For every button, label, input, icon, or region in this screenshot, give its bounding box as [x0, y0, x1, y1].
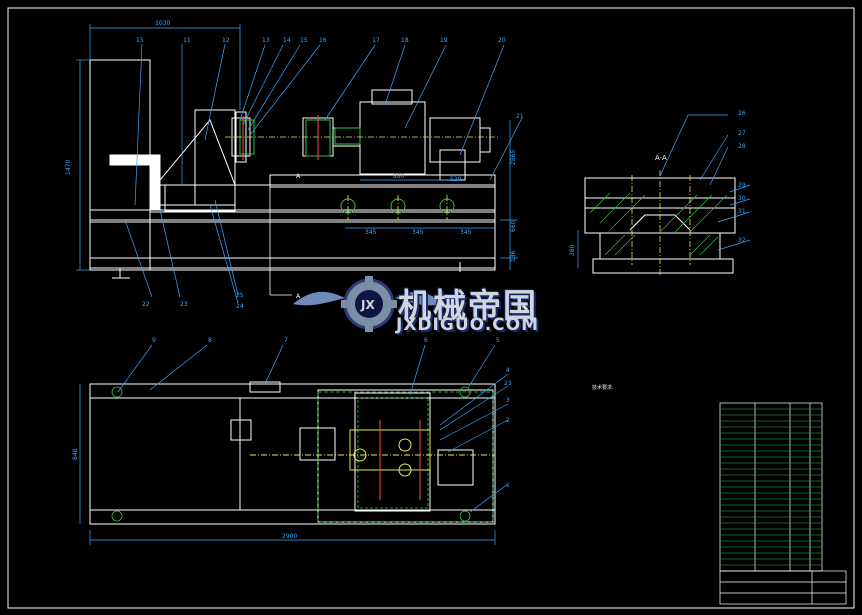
section-centerlines: [631, 170, 691, 275]
drawing-frame: [7, 7, 855, 609]
part-numbers-front-13: 23: [180, 301, 188, 308]
part-numbers-front-7: 17: [372, 37, 380, 44]
section-arrows: [269, 174, 292, 296]
front-view-red: [242, 115, 319, 160]
part-numbers-section-2: 28: [738, 143, 746, 150]
plan-dimensions: [79, 344, 509, 545]
dim-bay-3: 345: [460, 229, 472, 236]
part-numbers-front-3: 13: [262, 37, 270, 44]
part-numbers-front-0: 15: [136, 37, 144, 44]
dim-right-b: 660: [510, 220, 517, 232]
dim-plan-height: 848: [72, 448, 79, 460]
dim-top-width: 1030: [155, 20, 170, 27]
part-numbers-plan-0: 9: [152, 337, 156, 344]
part-numbers-plan-5: 4: [506, 367, 510, 374]
part-numbers-section-5: 31: [738, 208, 746, 215]
plan-yellow: [250, 429, 495, 477]
part-numbers-front-15: 24: [236, 303, 244, 310]
dim-bay-2: 345: [412, 229, 424, 236]
part-numbers-section-3: 29: [738, 182, 746, 189]
dim-left-height: 1470: [65, 160, 72, 175]
part-numbers-section-4: 30: [738, 195, 746, 202]
part-numbers-front-8: 18: [401, 37, 409, 44]
part-numbers-front-1: 11: [183, 37, 191, 44]
dim-bay-1: 345: [365, 229, 377, 236]
dim-right-a: 2865: [510, 150, 517, 165]
front-view-centerlines: [225, 136, 500, 220]
watermark-logo: JX: [293, 276, 443, 332]
svg-text:JX: JX: [360, 298, 375, 312]
part-numbers-front-5: 15: [300, 37, 308, 44]
part-numbers-section-6: 32: [738, 237, 746, 244]
watermark-url: JXDIGUO.COM: [396, 315, 540, 335]
bom-rows: [720, 408, 822, 566]
dim-center-span: 880: [393, 173, 405, 180]
part-numbers-plan-3: 6: [424, 337, 428, 344]
drawing-text: 1030 1470 2865 660 136 880 520 345 345 3…: [65, 20, 667, 540]
front-dimensions: [76, 24, 523, 304]
part-numbers-front-2: 12: [222, 37, 230, 44]
section-label: A-A: [655, 154, 667, 162]
plan-hatch: [111, 386, 494, 523]
part-numbers-plan-9: 1: [506, 482, 510, 489]
part-numbers-section-1: 27: [738, 130, 746, 137]
part-numbers-front-10: 20: [498, 37, 506, 44]
technical-notes: 技术要求:: [592, 385, 712, 391]
part-numbers-section-0: 26: [738, 110, 746, 117]
dim-section-height: 280: [569, 244, 576, 256]
part-numbers-plan-4: 5: [496, 337, 500, 344]
part-numbers-front-9: 19: [440, 37, 448, 44]
part-numbers-plan-2: 7: [284, 337, 288, 344]
part-numbers-plan-6: 23: [504, 380, 512, 387]
part-numbers-front-6: 16: [319, 37, 327, 44]
section-marker-bottom: A: [296, 293, 301, 300]
front-view: [89, 59, 496, 279]
notes-title: 技术要求:: [592, 385, 614, 391]
part-numbers-front-11: 21: [516, 113, 524, 120]
section-marker-top: A: [296, 173, 301, 180]
part-numbers-plan-1: 8: [208, 337, 212, 344]
part-numbers-plan-8: 2: [506, 417, 510, 424]
dim-right-c: 136: [510, 250, 517, 262]
front-view-hatch: [239, 119, 455, 214]
plan-red: [379, 420, 421, 500]
dim-center-span-b: 520: [450, 176, 462, 183]
part-numbers-plan-7: 3: [506, 397, 510, 404]
dim-plan-width: 2900: [282, 533, 297, 540]
part-numbers-front-12: 22: [142, 301, 150, 308]
watermark-title: 机械帝国: [398, 286, 538, 325]
gear-icon: JX: [293, 276, 443, 332]
section-hatch: [589, 192, 728, 256]
plan-view: [89, 381, 496, 525]
part-numbers-front-4: 14: [283, 37, 291, 44]
part-numbers-front-14: 25: [236, 292, 244, 299]
section-dimensions: [577, 114, 751, 268]
